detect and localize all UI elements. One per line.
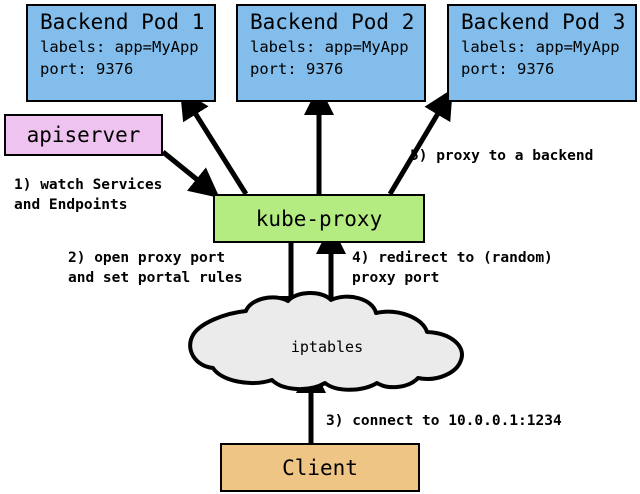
backend-pod-2-labels: labels: app=MyApp <box>250 38 409 56</box>
apiserver-title: apiserver <box>26 123 141 147</box>
node-backend-pod-2[interactable]: Backend Pod 2 labels: app=MyApp port: 93… <box>236 4 426 102</box>
step-3-label: 3) connect to 10.0.0.1:1234 <box>326 413 562 429</box>
iptables-label: iptables <box>290 338 364 356</box>
node-apiserver[interactable]: apiserver <box>4 114 163 156</box>
edge-kubeproxy-to-pod1 <box>179 88 249 196</box>
backend-pod-1-title: Backend Pod 1 <box>40 10 205 34</box>
backend-pod-1-labels: labels: app=MyApp <box>40 38 199 56</box>
edge-apiserver-to-kubeproxy <box>161 150 220 198</box>
node-backend-pod-1[interactable]: Backend Pod 1 labels: app=MyApp port: 93… <box>26 4 216 102</box>
backend-pod-2-port: port: 9376 <box>250 60 344 78</box>
node-iptables[interactable]: iptables <box>192 300 462 390</box>
backend-pod-3-title: Backend Pod 3 <box>461 10 626 34</box>
backend-pod-3-port: port: 9376 <box>461 60 555 78</box>
node-backend-pod-3[interactable]: Backend Pod 3 labels: app=MyApp port: 93… <box>447 4 637 102</box>
step-5-label: 5) proxy to a backend <box>410 148 594 164</box>
step-4-label: 4) redirect to (random) proxy port <box>352 250 553 286</box>
backend-pod-1-port: port: 9376 <box>40 60 134 78</box>
client-title: Client <box>282 455 358 480</box>
node-client[interactable]: Client <box>220 443 420 492</box>
kube-proxy-title: kube-proxy <box>255 206 383 231</box>
backend-pod-3-labels: labels: app=MyApp <box>461 38 620 56</box>
node-kube-proxy[interactable]: kube-proxy <box>213 194 425 243</box>
step-2-label: 2) open proxy port and set portal rules <box>68 250 243 286</box>
backend-pod-2-title: Backend Pod 2 <box>250 10 415 34</box>
step-1-label: 1) watch Services and Endpoints <box>14 177 163 213</box>
